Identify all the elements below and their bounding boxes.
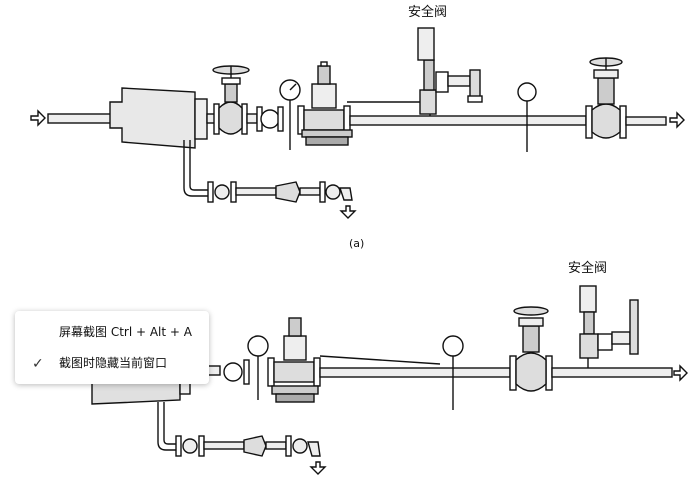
checkmark-icon: ✓ (32, 356, 44, 372)
safety-valve-label-top: 安全阀 (408, 4, 447, 20)
figure-caption-a: (a) (349, 237, 364, 250)
safety-valve-bottom (579, 285, 639, 368)
menu-item-hide-window[interactable]: ✓ 截图时隐藏当前窗口 (15, 350, 209, 376)
menu-item-screenshot-label: 屏幕截图 Ctrl + Alt + A (59, 325, 192, 339)
pressure-gauge-2 (247, 335, 269, 400)
pressure-reducing-valve (297, 61, 353, 146)
menu-item-hide-window-label: 截图时隐藏当前窗口 (59, 356, 168, 370)
menu-item-screenshot[interactable]: 屏幕截图 Ctrl + Alt + A (15, 319, 209, 345)
temperature-gauge (517, 82, 537, 152)
gate-valve-1 (212, 65, 250, 135)
pressure-reducing-valve-bottom (267, 317, 321, 403)
pressure-gauge-3 (442, 335, 464, 410)
pressure-gauge-1 (279, 79, 301, 150)
top-pipeline (30, 27, 685, 219)
context-menu: 屏幕截图 Ctrl + Alt + A ✓ 截图时隐藏当前窗口 (15, 311, 209, 384)
gate-valve-3 (509, 306, 553, 392)
gate-valve-2 (585, 57, 627, 139)
safety-valve-label-bottom: 安全阀 (568, 260, 607, 276)
safety-valve-top (347, 27, 483, 116)
